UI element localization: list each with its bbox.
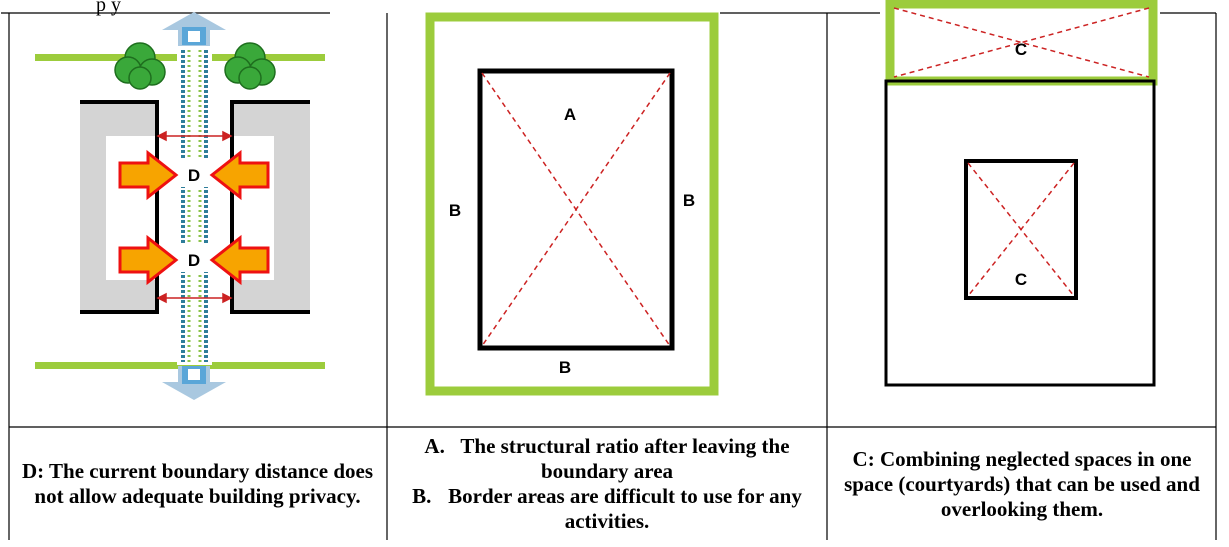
arrow-left-upper-icon <box>209 149 270 201</box>
label-b-left: B <box>449 201 461 220</box>
label-c-inner: C <box>1015 270 1027 289</box>
label-d-upper: D <box>188 166 200 185</box>
tree-left-icon <box>114 42 166 90</box>
header-fragment: p y <box>96 0 121 16</box>
main-building <box>884 79 1156 387</box>
inner-courtyard <box>964 159 1078 300</box>
caption-c-text: C: Combining neglected spaces in one spa… <box>844 446 1200 521</box>
caption-ab-marker-b: B. <box>412 484 432 508</box>
privacy-arrows <box>118 149 270 286</box>
caption-ab-marker-a: A. <box>424 434 445 458</box>
right-building <box>232 102 310 312</box>
right-wall-outline <box>230 100 310 314</box>
caption-ab: A. The structural ratio after leaving the… <box>388 428 826 540</box>
caption-d-text: D: The current boundary distance does no… <box>21 459 373 508</box>
distance-marker-top <box>156 130 233 142</box>
panel-c-diagram: C C <box>884 0 1158 387</box>
top-blue-arrow-icon <box>162 12 226 46</box>
caption-c: C: Combining neglected spaces in one spa… <box>828 428 1216 540</box>
caption-ab-text-a: The structural ratio after leaving the b… <box>460 434 790 483</box>
panel-ab-diagram: A B B B <box>425 12 719 396</box>
tree-right-icon <box>224 42 276 90</box>
label-c-top: C <box>1015 40 1027 59</box>
table-grid <box>1 12 1217 540</box>
plot-boundary-green <box>425 12 719 396</box>
left-building <box>80 102 157 312</box>
arrow-right-lower-icon <box>118 234 179 286</box>
arrow-right-upper-icon <box>118 149 179 201</box>
caption-ab-text-b: Border areas are difficult to use for an… <box>448 484 802 533</box>
building-footprint <box>477 68 675 351</box>
label-d-lower: D <box>188 251 200 270</box>
courtyard-strip-diagonals <box>893 7 1150 78</box>
caption-ab-item-b: B. Border areas are difficult to use for … <box>388 484 826 534</box>
distance-marker-bottom <box>156 292 233 304</box>
panel-d-diagram: D D <box>35 12 325 400</box>
left-wall-outline <box>80 100 159 314</box>
arrow-left-lower-icon <box>209 234 270 286</box>
label-a: A <box>564 105 576 124</box>
caption-ab-item-a: A. The structural ratio after leaving the… <box>388 434 826 484</box>
label-b-right: B <box>683 191 695 210</box>
caption-d: D: The current boundary distance does no… <box>9 428 386 540</box>
label-b-bottom: B <box>559 358 571 377</box>
inner-courtyard-diagonals <box>967 162 1075 297</box>
footprint-diagonals <box>481 72 671 347</box>
bottom-green-strip <box>35 362 325 369</box>
bottom-blue-arrow-icon <box>162 366 226 400</box>
